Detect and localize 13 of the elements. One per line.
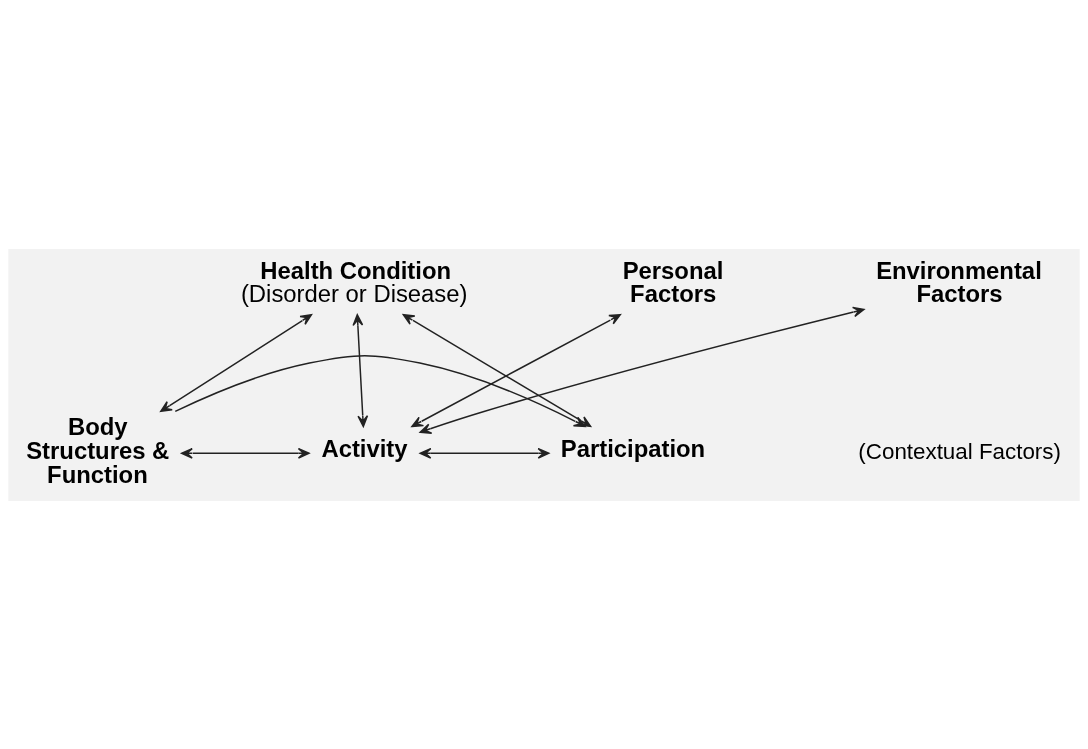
node-text: Health Condition (Disorder or Disease) bbox=[240, 256, 468, 307]
arrow bbox=[419, 306, 865, 434]
node-text: Body Structures & Function bbox=[26, 412, 170, 488]
arrow bbox=[180, 447, 310, 459]
arrow bbox=[419, 447, 550, 459]
node-text: Environmental Factors bbox=[876, 256, 1042, 307]
arrow bbox=[174, 354, 586, 427]
node-text: Participation bbox=[560, 434, 706, 462]
node-text: Personal Factors bbox=[622, 256, 724, 307]
arrow bbox=[160, 313, 313, 412]
label: (Contextual Factors) bbox=[858, 438, 1061, 463]
arrow bbox=[352, 313, 369, 427]
node-text: Activity bbox=[321, 434, 408, 462]
